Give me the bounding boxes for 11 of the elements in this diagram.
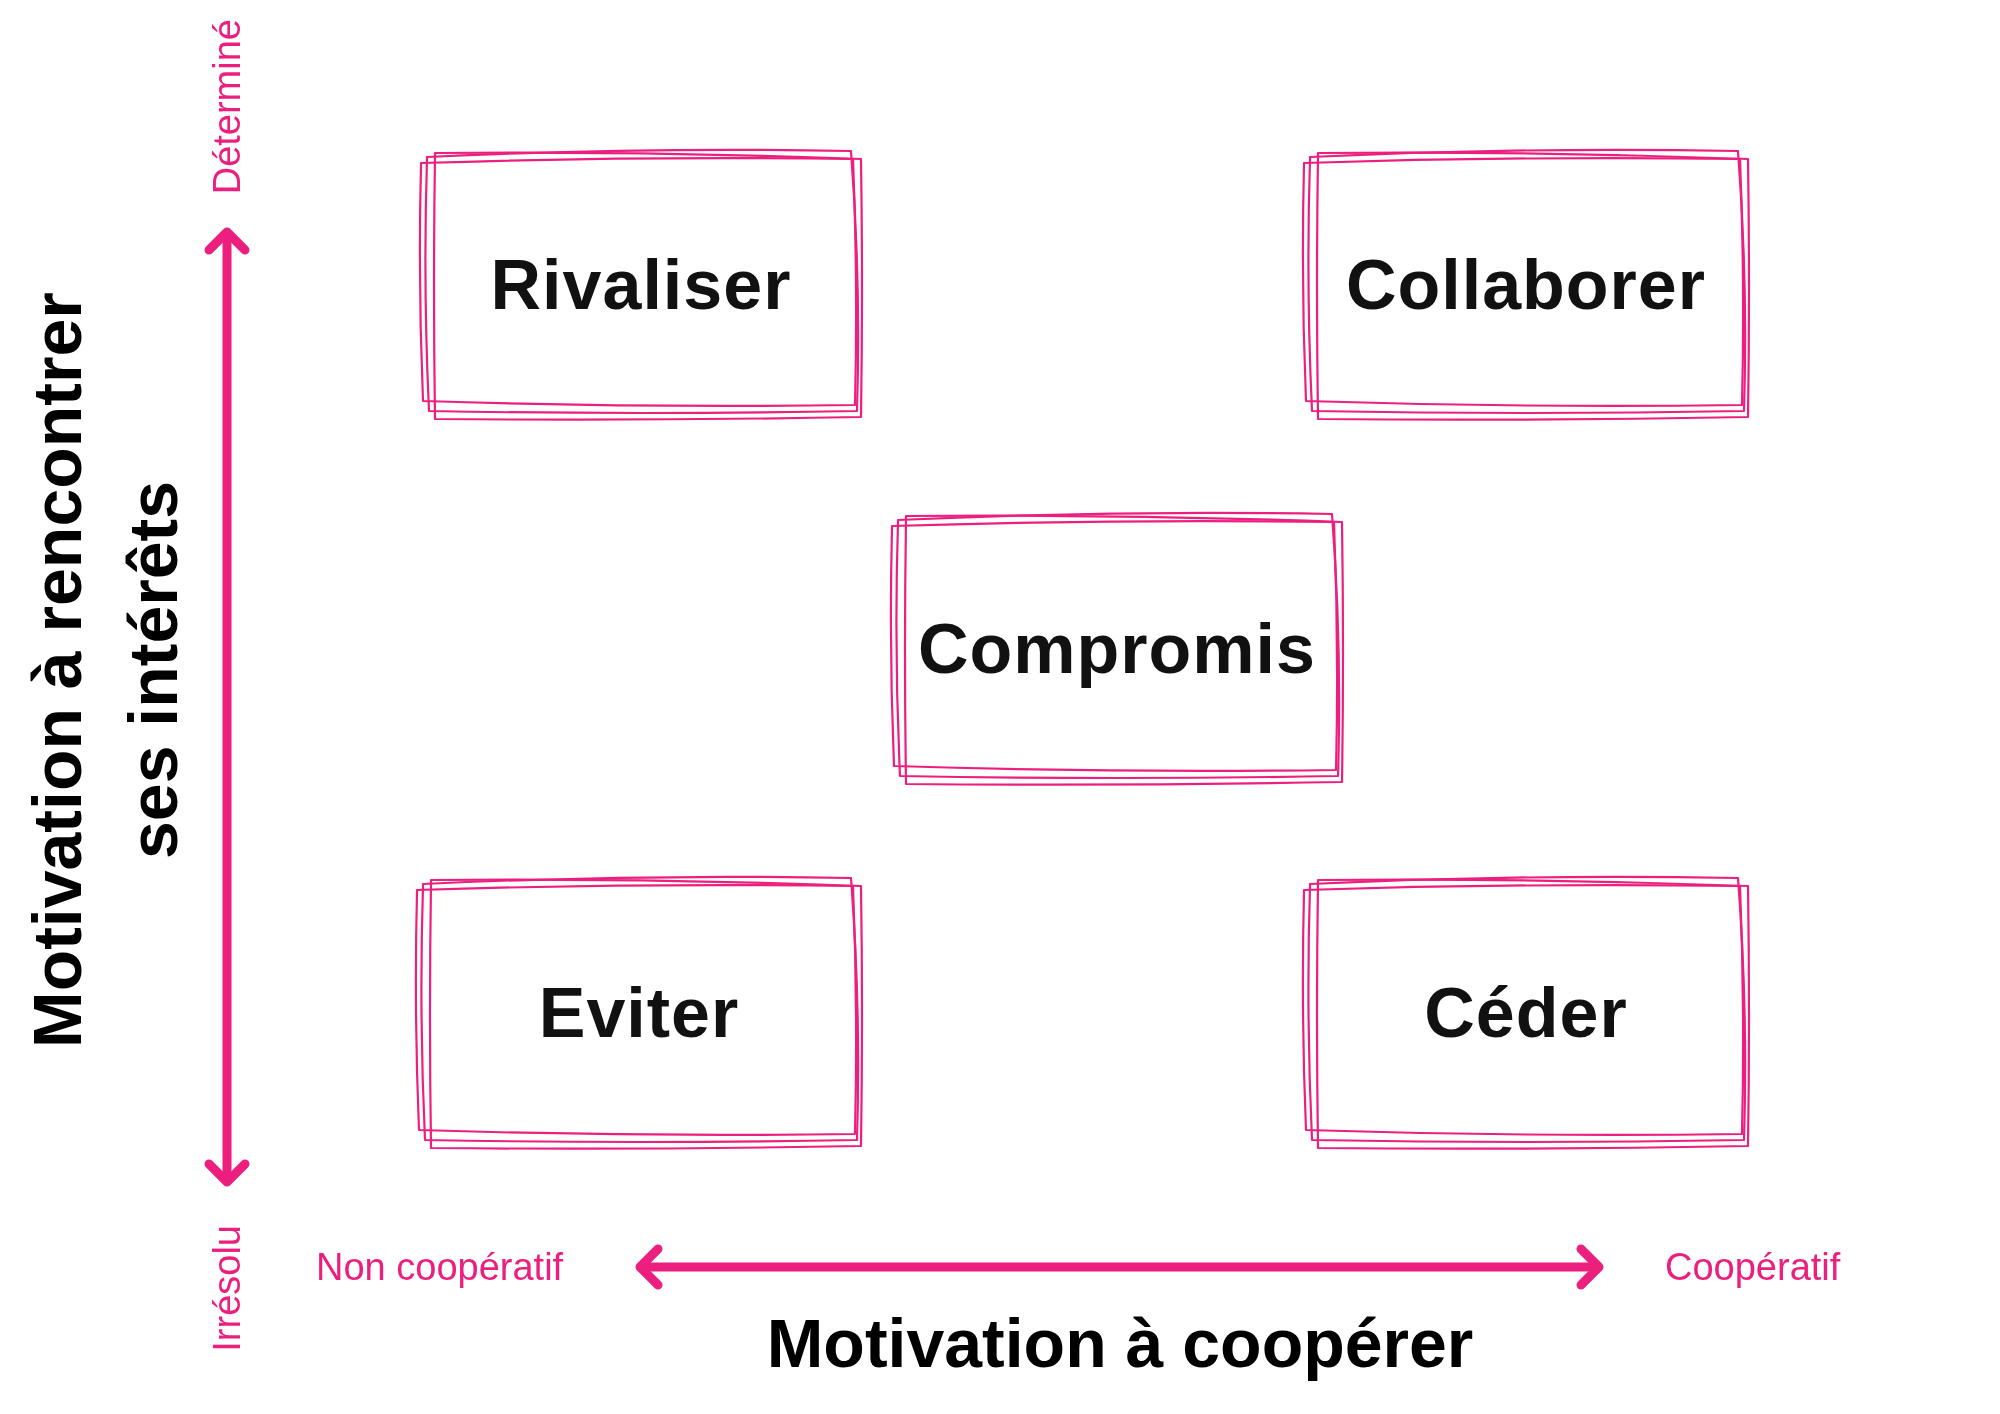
axis-title: Motivation à coopérer xyxy=(766,1304,1474,1383)
box-label: Céder xyxy=(1424,973,1628,1053)
axis-title: Motivation à rencontrer ses intérêts xyxy=(18,291,192,1050)
axis-end-label: Non coopératif xyxy=(316,1245,564,1290)
box-label: Compromis xyxy=(918,609,1316,689)
box-label: Collaborer xyxy=(1345,245,1707,325)
axis-end-label: Déterminé xyxy=(205,19,249,195)
box-label: Rivaliser xyxy=(490,245,792,325)
axis-end-label: Coopératif xyxy=(1665,1245,1841,1290)
axis-end-label: Irrésolu xyxy=(205,1225,249,1352)
box-label: Eviter xyxy=(538,973,740,1053)
